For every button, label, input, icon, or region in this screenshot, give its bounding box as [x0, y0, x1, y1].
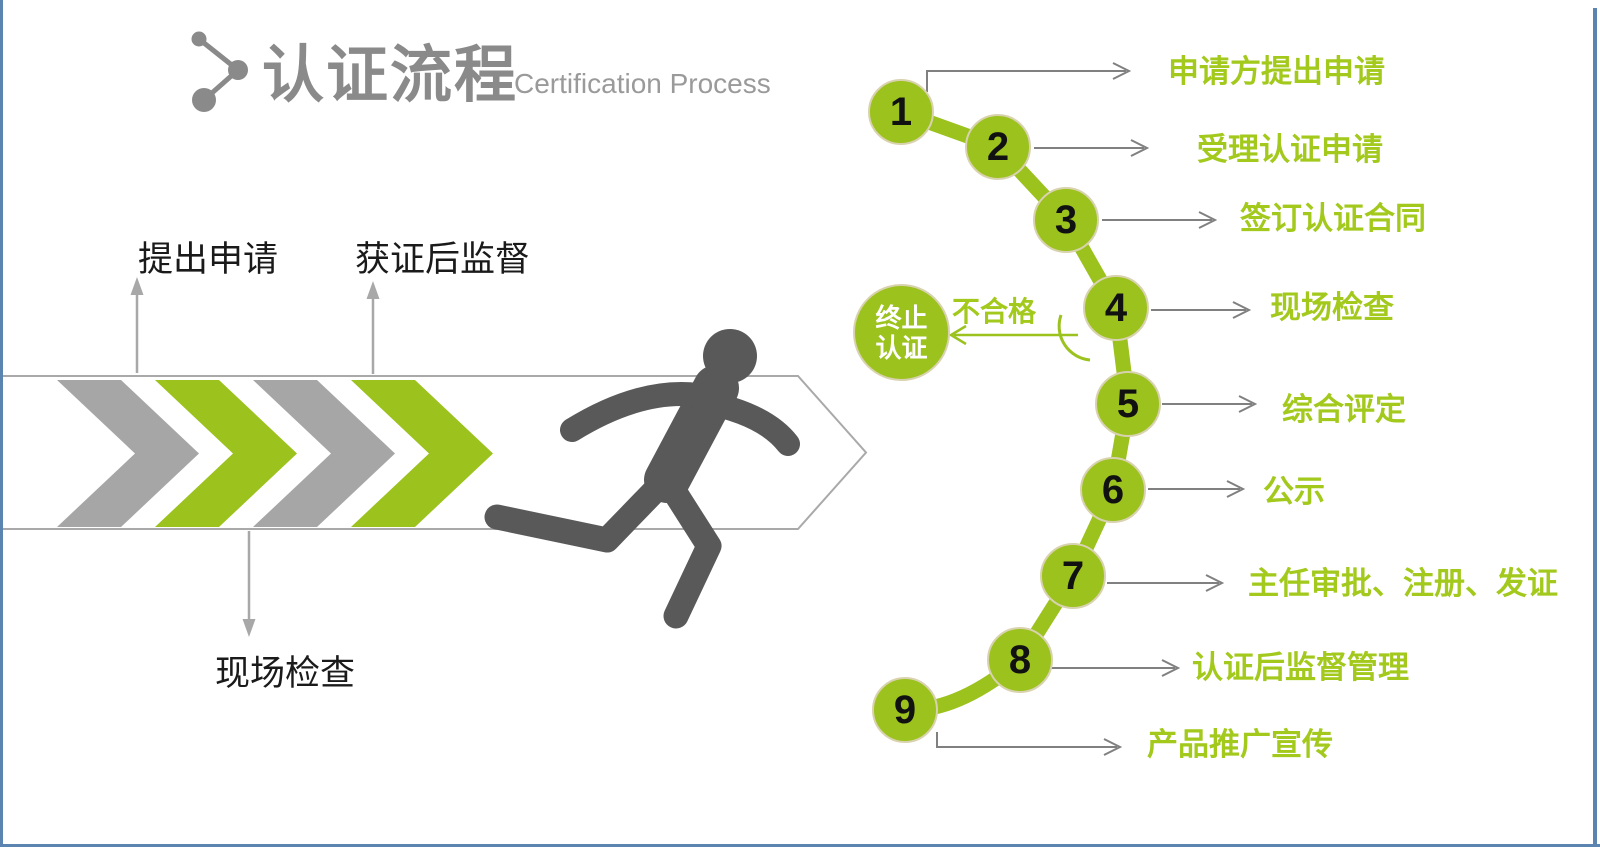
step-label-8: 认证后监督管理 [1192, 650, 1409, 685]
page-subtitle: Certification Process [514, 68, 771, 99]
slide-border-right [1593, 8, 1597, 847]
chevron-icon [57, 380, 199, 527]
step-circle-4: 4 [1083, 275, 1149, 341]
step-label-4: 现场检查 [1270, 290, 1394, 325]
step-number: 1 [889, 89, 913, 134]
step-circle-9: 9 [872, 677, 938, 743]
chevron-icon [155, 380, 297, 527]
label-onsite-inspection: 现场检查 [215, 654, 356, 693]
label-post-cert-supervision: 获证后监督 [355, 240, 531, 279]
step-circle-6: 6 [1080, 457, 1146, 523]
step-number: 3 [1054, 197, 1078, 242]
step-label-3: 签订认证合同 [1240, 201, 1426, 236]
slide-border-bottom [0, 844, 1600, 847]
step-number: 8 [1008, 637, 1032, 682]
chevron-icon [253, 380, 395, 527]
step-label-7: 主任审批、注册、发证 [1248, 566, 1558, 601]
step-label-2: 受理认证申请 [1197, 132, 1383, 167]
step-arrows [926, 62, 1258, 756]
step-label-5: 综合评定 [1282, 392, 1406, 427]
step-circle-5: 5 [1095, 371, 1161, 437]
arrow-step-1 [926, 70, 1126, 92]
nonconforming-label: 不合格 [952, 296, 1037, 327]
step-circle-8: 8 [987, 627, 1053, 693]
chevron-icon [351, 380, 493, 527]
share-nodes-icon [191, 31, 248, 112]
step-number: 2 [986, 124, 1010, 169]
step-number: 7 [1061, 553, 1085, 598]
step-label-6: 公示 [1263, 474, 1325, 509]
step-number: 9 [893, 687, 917, 732]
step-circle-3: 3 [1033, 187, 1099, 253]
left-flow-arrows [130, 277, 380, 637]
step-label-9: 产品推广宣传 [1147, 727, 1333, 762]
termination-text-line1: 终止 [875, 302, 928, 333]
termination-text-line2: 认证 [875, 332, 928, 363]
fail-return-arrow [948, 314, 1091, 362]
runner-icon [484, 329, 800, 629]
step-label-1: 申请方提出申请 [1168, 54, 1385, 89]
arrow-step-9 [936, 732, 1117, 748]
step-circle-7: 7 [1040, 543, 1106, 609]
termination-circle: 终止 认证 [853, 284, 950, 381]
step-circle-2: 2 [965, 114, 1031, 180]
slide-border-left [0, 0, 3, 847]
step-number: 6 [1101, 467, 1125, 512]
page-title: 认证流程 [262, 41, 519, 110]
step-circle-1: 1 [868, 79, 934, 145]
label-submit-application: 提出申请 [138, 240, 279, 279]
step-number: 4 [1104, 285, 1128, 330]
step-number: 5 [1116, 381, 1140, 426]
